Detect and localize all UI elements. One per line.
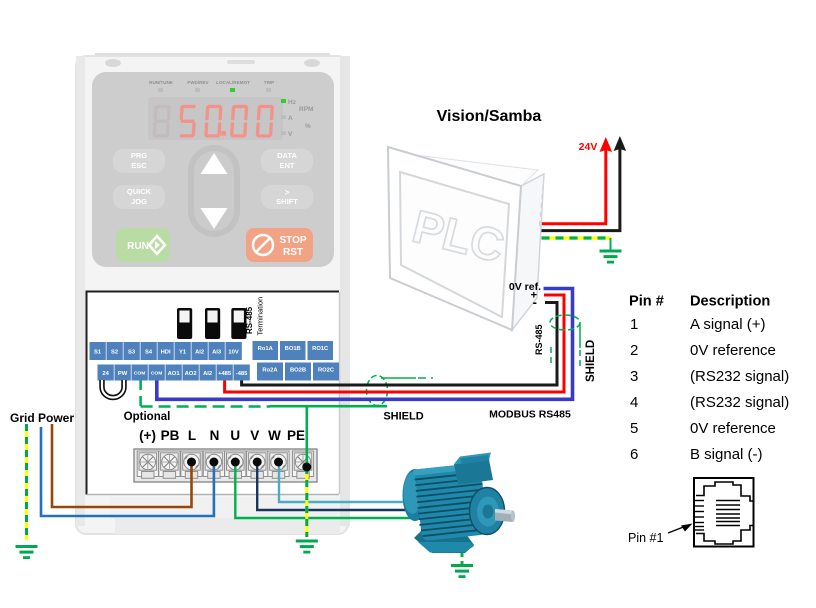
svg-text:SHIFT: SHIFT xyxy=(276,197,298,206)
svg-text:2: 2 xyxy=(630,342,638,359)
svg-text:COM: COM xyxy=(151,371,162,377)
svg-text:Description: Description xyxy=(690,294,770,310)
svg-text:PB: PB xyxy=(161,428,180,443)
svg-text:ENT: ENT xyxy=(280,161,295,170)
svg-text:TRIP: TRIP xyxy=(264,80,274,85)
svg-text:(RS232 signal): (RS232 signal) xyxy=(690,394,789,411)
svg-text:RS-485: RS-485 xyxy=(245,306,254,334)
svg-text:RUN: RUN xyxy=(127,241,149,252)
svg-text:A: A xyxy=(288,115,293,122)
svg-text:COM: COM xyxy=(134,371,145,377)
svg-text:+485: +485 xyxy=(218,371,232,377)
svg-text:Grid Power: Grid Power xyxy=(10,411,74,425)
svg-text:Y1: Y1 xyxy=(179,350,187,356)
svg-text:(RS232 signal): (RS232 signal) xyxy=(690,368,789,385)
svg-text:AO1: AO1 xyxy=(168,371,181,377)
svg-text:ESC: ESC xyxy=(131,161,147,170)
svg-text:FWD/REV: FWD/REV xyxy=(187,80,209,85)
svg-text:Ro1A: Ro1A xyxy=(258,346,274,352)
svg-text:10V: 10V xyxy=(228,350,238,356)
svg-text:W: W xyxy=(268,428,281,443)
svg-text:Vision/Samba: Vision/Samba xyxy=(437,108,542,125)
svg-text:BO2B: BO2B xyxy=(290,368,306,374)
svg-text:(+): (+) xyxy=(139,428,156,443)
svg-text:SHIELD: SHIELD xyxy=(585,340,597,382)
svg-text:-485: -485 xyxy=(236,371,248,377)
svg-text:24: 24 xyxy=(102,371,109,377)
svg-text:RPM: RPM xyxy=(299,106,313,113)
svg-text:HDI: HDI xyxy=(161,350,171,356)
svg-text:RST: RST xyxy=(283,247,303,258)
svg-text:Hz: Hz xyxy=(288,99,297,106)
svg-text:RO1C: RO1C xyxy=(312,346,329,352)
svg-text:1: 1 xyxy=(630,316,638,333)
svg-text:%: % xyxy=(305,123,311,130)
svg-text:S2: S2 xyxy=(111,350,118,356)
svg-text:RO2C: RO2C xyxy=(318,368,335,374)
svg-text:Pin #: Pin # xyxy=(629,294,664,310)
svg-text:-: - xyxy=(533,295,537,310)
svg-text:N: N xyxy=(210,428,220,443)
svg-text:6: 6 xyxy=(630,446,638,463)
svg-text:+: + xyxy=(531,290,537,302)
svg-text:24V: 24V xyxy=(579,141,598,153)
svg-text:RUN/TUNE: RUN/TUNE xyxy=(149,80,173,85)
svg-text:V: V xyxy=(250,428,259,443)
svg-text:5: 5 xyxy=(630,420,638,437)
svg-text:>: > xyxy=(285,188,290,197)
svg-text:U: U xyxy=(230,428,240,443)
svg-text:AI2: AI2 xyxy=(195,350,204,356)
svg-text:PE: PE xyxy=(287,428,305,443)
svg-text:3: 3 xyxy=(630,368,638,385)
svg-text:S3: S3 xyxy=(128,350,136,356)
svg-text:B signal (-): B signal (-) xyxy=(690,446,763,463)
svg-text:DATA: DATA xyxy=(277,151,297,160)
svg-text:0V reference: 0V reference xyxy=(690,342,776,359)
svg-text:AO2: AO2 xyxy=(185,371,197,377)
svg-text:Ro2A: Ro2A xyxy=(262,368,278,374)
svg-text:QUICK: QUICK xyxy=(127,187,152,196)
svg-text:JOG: JOG xyxy=(131,197,147,206)
svg-text:S1: S1 xyxy=(94,350,102,356)
svg-text:SHIELD: SHIELD xyxy=(383,411,423,423)
svg-text:Termination: Termination xyxy=(256,297,265,336)
svg-text:V: V xyxy=(288,131,293,138)
svg-text:STOP: STOP xyxy=(279,235,306,246)
svg-text:PRG: PRG xyxy=(131,151,147,160)
svg-text:LOCAL/REMOT: LOCAL/REMOT xyxy=(216,80,250,85)
svg-text:L: L xyxy=(188,428,196,443)
svg-text:AI2: AI2 xyxy=(203,371,212,377)
svg-text:0V ref.: 0V ref. xyxy=(509,281,541,293)
svg-text:RS-485: RS-485 xyxy=(534,324,544,355)
svg-text:PW: PW xyxy=(118,371,128,377)
svg-text:AI3: AI3 xyxy=(212,350,222,356)
svg-text:BO1B: BO1B xyxy=(285,346,301,352)
svg-text:0V reference: 0V reference xyxy=(690,420,776,437)
svg-text:4: 4 xyxy=(630,394,638,411)
svg-text:MODBUS RS485: MODBUS RS485 xyxy=(489,409,571,421)
svg-text:S4: S4 xyxy=(145,350,153,356)
svg-text:A signal (+): A signal (+) xyxy=(690,316,765,333)
svg-text:Optional: Optional xyxy=(124,411,171,423)
svg-text:Pin #1: Pin #1 xyxy=(628,531,663,545)
